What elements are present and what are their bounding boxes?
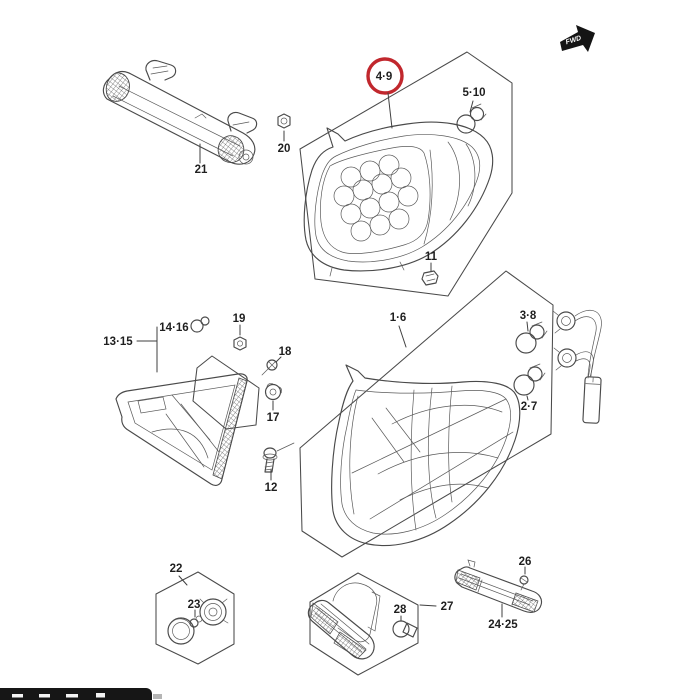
callout-18[interactable]: 18 bbox=[279, 346, 292, 358]
bulb-23-glyph bbox=[189, 615, 203, 628]
callout-21[interactable]: 21 bbox=[195, 164, 208, 176]
side-marker-drawing bbox=[155, 571, 235, 665]
bulb-14-16-glyph bbox=[190, 316, 210, 333]
callout-1-6[interactable]: 1·6 bbox=[390, 312, 407, 324]
fog-lamp-drawing bbox=[307, 572, 419, 676]
led-bubbles bbox=[333, 154, 419, 242]
callout-5-10[interactable]: 5·10 bbox=[462, 87, 485, 99]
bulb-2-7-glyph bbox=[513, 363, 546, 396]
callout-13-15[interactable]: 13·15 bbox=[103, 336, 133, 348]
led-lamp-panel bbox=[299, 51, 513, 297]
bulb-3-8-glyph bbox=[515, 321, 548, 354]
screw-18-glyph bbox=[261, 359, 278, 376]
callout-28[interactable]: 28 bbox=[394, 604, 407, 616]
callout-24-25[interactable]: 24·25 bbox=[488, 619, 518, 631]
callout-22[interactable]: 22 bbox=[170, 563, 183, 575]
callout-19[interactable]: 19 bbox=[233, 313, 246, 325]
callout-20[interactable]: 20 bbox=[278, 143, 291, 155]
callout-17[interactable]: 17 bbox=[267, 412, 280, 424]
nut-19-glyph bbox=[233, 336, 247, 351]
bulb-lamp-panel bbox=[299, 270, 554, 558]
callout-26[interactable]: 26 bbox=[519, 556, 532, 568]
bulb-5-10-glyph bbox=[456, 103, 487, 134]
high-mount-stop-lamp-drawing bbox=[102, 59, 258, 165]
callout-14-16[interactable]: 14·16 bbox=[159, 322, 188, 334]
bulb-socket-harness-drawing bbox=[552, 309, 602, 424]
callout-12[interactable]: 12 bbox=[265, 482, 278, 494]
inner-lamp-drawing bbox=[115, 355, 260, 486]
callout-27[interactable]: 27 bbox=[441, 601, 454, 613]
callout-23[interactable]: 23 bbox=[188, 599, 201, 611]
bulb-28-glyph bbox=[392, 620, 418, 638]
tail-lamp-drawing bbox=[331, 364, 521, 547]
callout-2-7[interactable]: 2·7 bbox=[521, 401, 538, 413]
bracket-right bbox=[227, 111, 258, 134]
led-tail-lamp-drawing bbox=[303, 121, 494, 277]
selected-callout-marker[interactable]: 4·9 bbox=[366, 57, 404, 95]
callout-4-9: 4·9 bbox=[376, 71, 393, 83]
callout-11[interactable]: 11 bbox=[425, 251, 438, 263]
taskbar-fragment bbox=[0, 688, 162, 700]
screw-26-glyph bbox=[519, 575, 529, 591]
fwd-label: FWD bbox=[565, 35, 582, 46]
grommet-17-glyph bbox=[264, 383, 282, 401]
fwd-direction-icon: FWD bbox=[560, 25, 595, 52]
bracket-left bbox=[145, 59, 177, 81]
bolt-12-glyph bbox=[262, 442, 295, 473]
callout-3-8[interactable]: 3·8 bbox=[520, 310, 537, 322]
nut-20-glyph bbox=[277, 113, 291, 129]
reflector-drawing bbox=[454, 559, 543, 613]
clip-11-glyph bbox=[421, 270, 439, 286]
